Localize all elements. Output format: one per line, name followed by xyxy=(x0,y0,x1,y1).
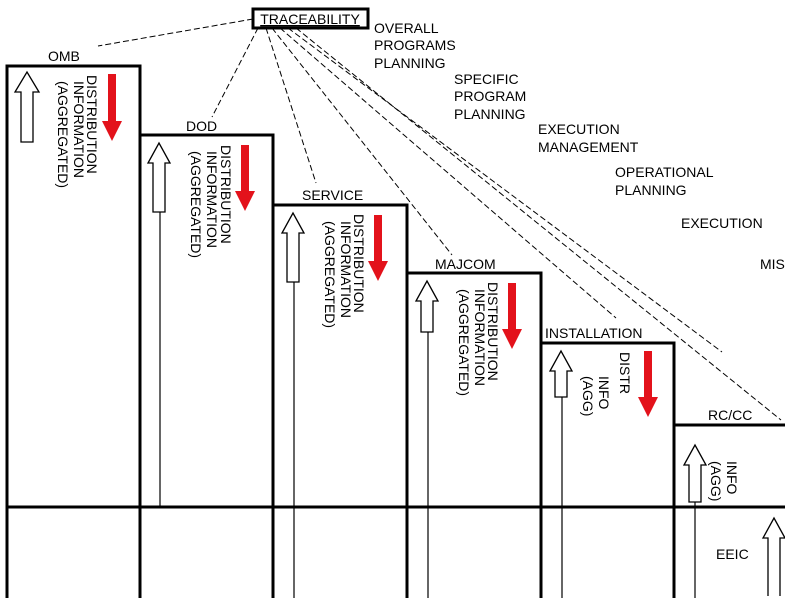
level-title-installation: INSTALLATION xyxy=(545,325,643,341)
down-text-installation: DISTR xyxy=(617,352,633,394)
planning-label-specific: SPECIFIC PROGRAM PLANNING xyxy=(454,71,526,122)
trace-line-rccc xyxy=(287,27,723,353)
planning-specific-line2: PROGRAM xyxy=(454,88,526,104)
down-text-dod: DISTRIBUTION xyxy=(218,145,234,244)
up-text-installation-line2: INFO xyxy=(596,376,612,410)
up-arrow-omb xyxy=(13,70,41,143)
up-text-omb-line2: INFORMATION xyxy=(71,81,87,178)
down-arrow-service xyxy=(368,215,388,281)
up-text-service-line1: (AGGREGATED) xyxy=(322,221,338,328)
planning-execmgmt-line2: MANAGEMENT xyxy=(538,139,639,155)
up-text-rccc-line2: INFO xyxy=(724,461,740,495)
traceability-label: TRACEABILITY xyxy=(260,11,360,27)
up-arrow-eeic xyxy=(761,516,785,596)
planning-overall-line2: PROGRAMS xyxy=(374,37,456,53)
planning-operational-line1: OPERATIONAL xyxy=(615,164,714,180)
up-arrow-installation xyxy=(548,349,574,398)
level-title-rccc: RC/CC xyxy=(708,407,752,423)
up-arrow-service xyxy=(280,211,306,283)
up-text-service-line2: INFORMATION xyxy=(338,221,354,318)
up-text-installation-line1: (AGG) xyxy=(580,376,596,416)
eeic-label: EEIC xyxy=(716,546,749,562)
staircase-outline xyxy=(5,64,785,598)
planning-label-execution-management: EXECUTION MANAGEMENT xyxy=(538,121,639,155)
level-title-omb: OMB xyxy=(48,48,80,64)
traceability-box xyxy=(251,7,370,30)
trace-line-installation xyxy=(279,27,617,319)
level-title-dod: DOD xyxy=(186,118,217,134)
planning-specific-line1: SPECIFIC xyxy=(454,71,519,87)
column-dividers xyxy=(138,135,676,598)
traceability-lines xyxy=(97,18,782,421)
up-text-majcom-line2: INFORMATION xyxy=(472,289,488,386)
trace-line-dod xyxy=(211,27,259,118)
up-text-dod-line2: INFORMATION xyxy=(204,151,220,248)
down-text-service: DISTRIBUTION xyxy=(351,214,367,313)
level-title-service: SERVICE xyxy=(302,187,363,203)
planning-overall-line3: PLANNING xyxy=(374,55,446,71)
down-arrow-majcom xyxy=(502,283,522,349)
up-arrow-majcom xyxy=(414,279,440,333)
down-arrow-omb xyxy=(102,74,122,141)
down-arrow-dod xyxy=(235,145,255,211)
up-text-omb-line1: (AGGREGATED) xyxy=(55,81,71,188)
planning-label-execution: EXECUTION xyxy=(681,215,763,231)
up-arrow-dod xyxy=(146,141,172,213)
level-title-majcom: MAJCOM xyxy=(435,256,496,272)
up-text-majcom-line1: (AGGREGATED) xyxy=(456,289,472,396)
up-text-dod-line1: (AGGREGATED) xyxy=(188,151,204,258)
trace-line-service xyxy=(265,27,317,184)
down-text-omb: DISTRIBUTION xyxy=(84,75,100,174)
planning-label-operational: OPERATIONAL PLANNING xyxy=(615,164,714,198)
up-arrow-rccc xyxy=(682,443,708,503)
down-text-majcom: DISTRIBUTION xyxy=(485,282,501,381)
planning-specific-line3: PLANNING xyxy=(454,106,526,122)
up-text-rccc-line1: (AGG) xyxy=(708,461,724,501)
trace-line-majcom xyxy=(271,27,453,256)
planning-overall-line1: OVERALL xyxy=(374,20,439,36)
down-arrow-installation xyxy=(638,351,658,417)
trace-line-eeic xyxy=(295,27,782,421)
planning-label-mis: MIS xyxy=(760,256,785,272)
trace-line-omb xyxy=(97,18,254,47)
planning-operational-line2: PLANNING xyxy=(615,182,687,198)
planning-label-overall: OVERALL PROGRAMS PLANNING xyxy=(374,20,456,71)
planning-execmgmt-line1: EXECUTION xyxy=(538,121,620,137)
